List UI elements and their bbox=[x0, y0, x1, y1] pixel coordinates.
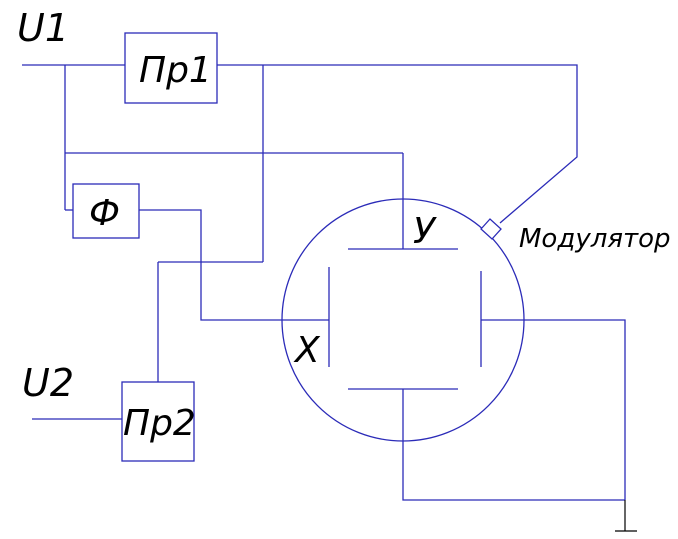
amplifier-2-label: Пр2 bbox=[123, 403, 196, 444]
amp1-to-modulator-wire bbox=[217, 64, 578, 224]
modulator-connector bbox=[480, 218, 502, 240]
right-plate-to-ground-wire bbox=[481, 319, 626, 500]
amplifier-1-block bbox=[124, 32, 218, 104]
x-plate-label: X bbox=[293, 330, 321, 371]
modulator-label: Модулятор bbox=[519, 224, 671, 254]
phase-shifter-label: Ф bbox=[89, 193, 120, 234]
u2-label: U2 bbox=[22, 361, 74, 405]
phase-to-x-plate-wire bbox=[139, 209, 329, 321]
amplifier-1-label: Пр1 bbox=[139, 50, 212, 91]
y-plate-label: У bbox=[413, 211, 437, 252]
phase-shifter-block bbox=[72, 183, 140, 239]
amplifier-2-block bbox=[121, 381, 195, 462]
u1-label: U1 bbox=[17, 6, 69, 50]
bottom-plate-to-ground-wire bbox=[402, 389, 625, 501]
